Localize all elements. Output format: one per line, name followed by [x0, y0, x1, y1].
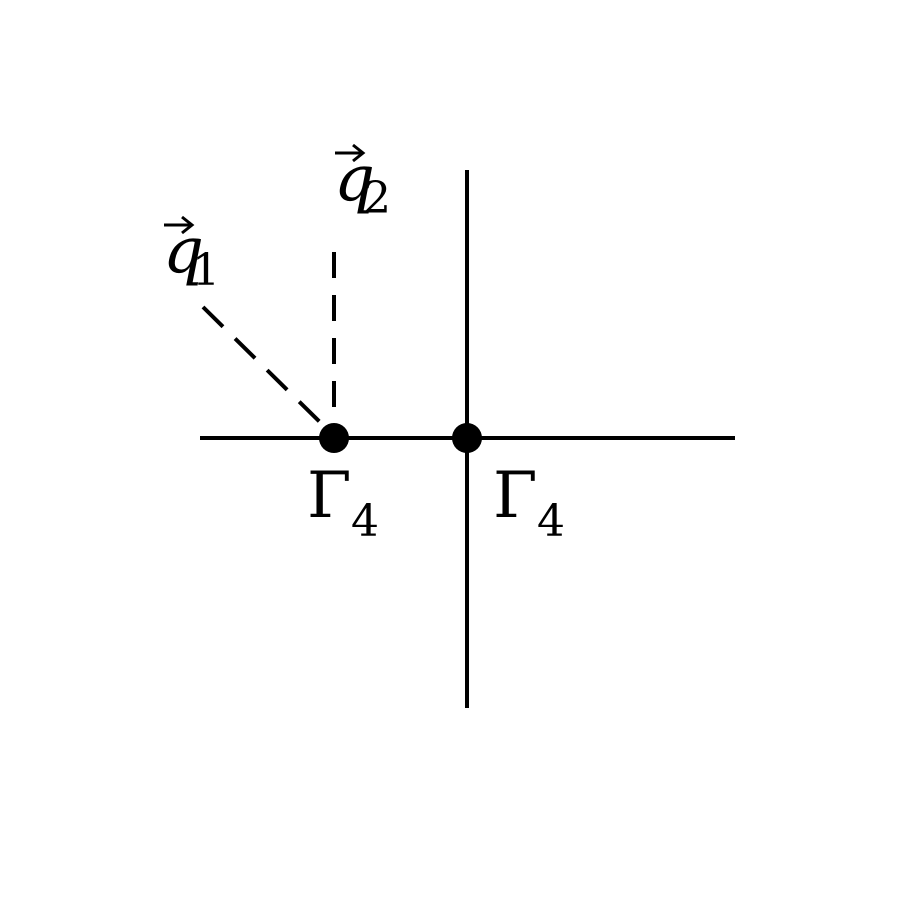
- gamma-left-label-base: Γ: [307, 459, 351, 533]
- gamma-right-label: Γ 4: [493, 459, 565, 547]
- gamma-left-label-sub: 4: [351, 496, 379, 547]
- gamma-right-label-base: Γ: [493, 459, 537, 533]
- q1-label: q 1: [163, 214, 220, 296]
- gamma-left-node: [319, 423, 349, 453]
- gamma-right-node: [452, 423, 482, 453]
- q2-label: q 2: [334, 142, 391, 224]
- gamma-left-label: Γ 4: [307, 459, 379, 547]
- q1-vector-arrow-icon: [164, 215, 195, 235]
- gamma-right-label-sub: 4: [537, 496, 565, 547]
- q2-vector-arrow-icon: [335, 143, 366, 163]
- q1-dashed-line: [201, 305, 330, 432]
- q2-label-sub: 2: [363, 173, 391, 224]
- q1-label-sub: 1: [192, 245, 220, 296]
